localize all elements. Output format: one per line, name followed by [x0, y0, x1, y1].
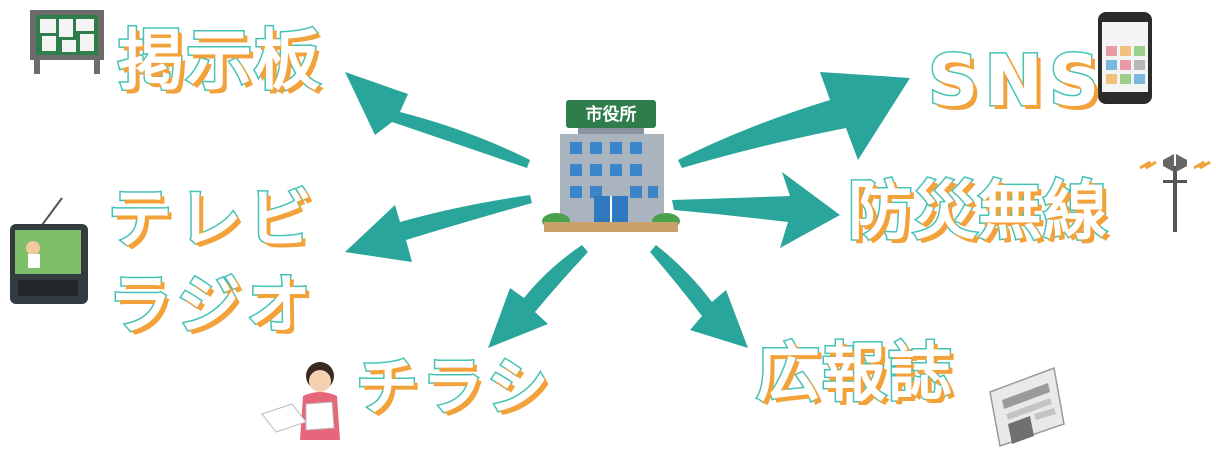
label-flyer: チラシ — [355, 350, 553, 423]
arrow-to-sns — [678, 72, 910, 168]
city-hall-sign: 市役所 — [586, 104, 637, 125]
arrow-to-disaster-radio — [672, 172, 840, 248]
arrows — [345, 72, 910, 348]
label-board: 掲示板 — [117, 22, 322, 99]
arrow-to-board — [345, 72, 530, 168]
city-hall-building-icon: 市役所 — [542, 100, 680, 232]
newspaper-icon — [989, 366, 1065, 447]
label-disaster-radio: 防災無線 — [847, 175, 1109, 249]
arrow-to-flyer — [488, 245, 588, 348]
loudspeaker-pole-icon — [1139, 154, 1211, 232]
portable-tv-icon — [10, 197, 88, 304]
woman-handing-flyer-icon — [261, 362, 340, 440]
bulletin-board-icon — [30, 10, 104, 74]
arrow-to-tv-radio — [345, 195, 532, 262]
label-radio: ラジオ — [107, 269, 317, 343]
arrow-to-bulletin — [650, 245, 748, 348]
label-tv: テレビ — [107, 183, 318, 257]
label-sns: SNS — [926, 40, 1106, 122]
smartphone-icon — [1098, 12, 1152, 104]
label-bulletin: 広報誌 — [755, 337, 954, 411]
